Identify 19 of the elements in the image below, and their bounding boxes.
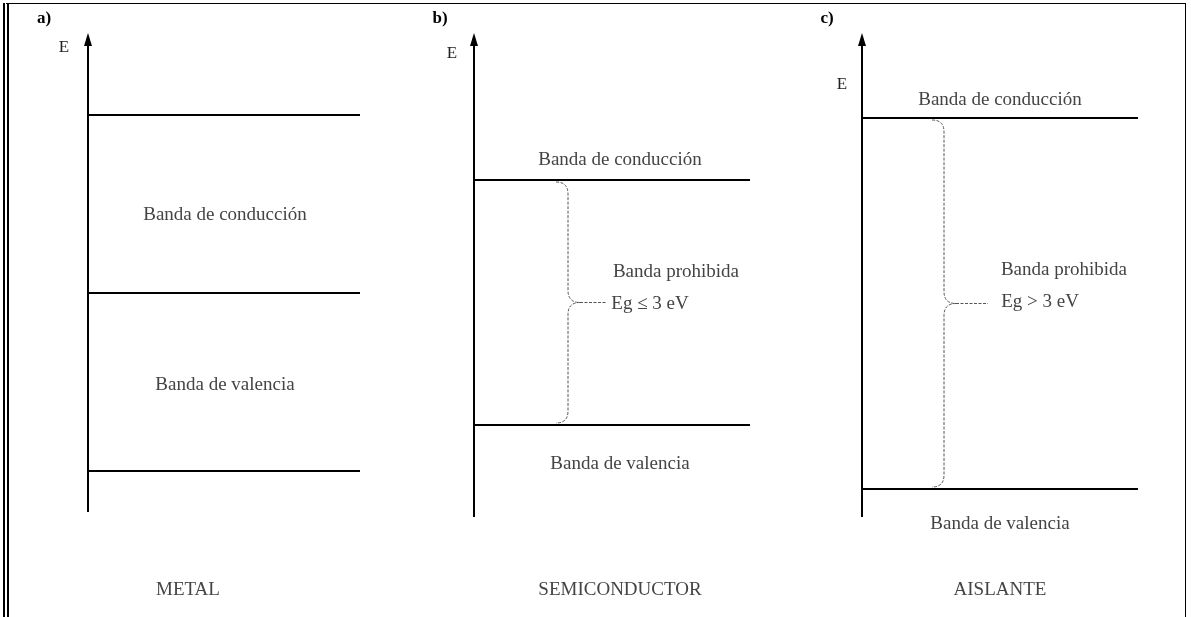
axis-label: E [58,37,70,55]
gap-energy: Eg ≤ 3 eV [611,292,689,312]
material-label: SEMICONDUCTOR [538,578,702,598]
gap-label: Banda prohibida [1000,258,1128,278]
band-label: Banda de valencia [550,452,690,472]
panel-letter: c) [820,8,834,26]
gap-energy: Eg > 3 eV [1001,290,1079,310]
band-label: Banda de valencia [155,373,295,393]
band-label: Banda de conducción [538,148,702,168]
material-label: AISLANTE [953,578,1047,598]
band-label: Banda de conducción [918,88,1082,108]
band-label: Banda de valencia [930,512,1070,532]
gap-label: Banda prohibida [612,260,740,280]
band-label: Banda de conducción [143,203,307,223]
panel-letter: b) [432,8,448,26]
axis-label: E [836,74,848,92]
axis-label: E [446,43,458,61]
panel-letter: a) [36,8,52,26]
material-label: METAL [156,578,220,598]
